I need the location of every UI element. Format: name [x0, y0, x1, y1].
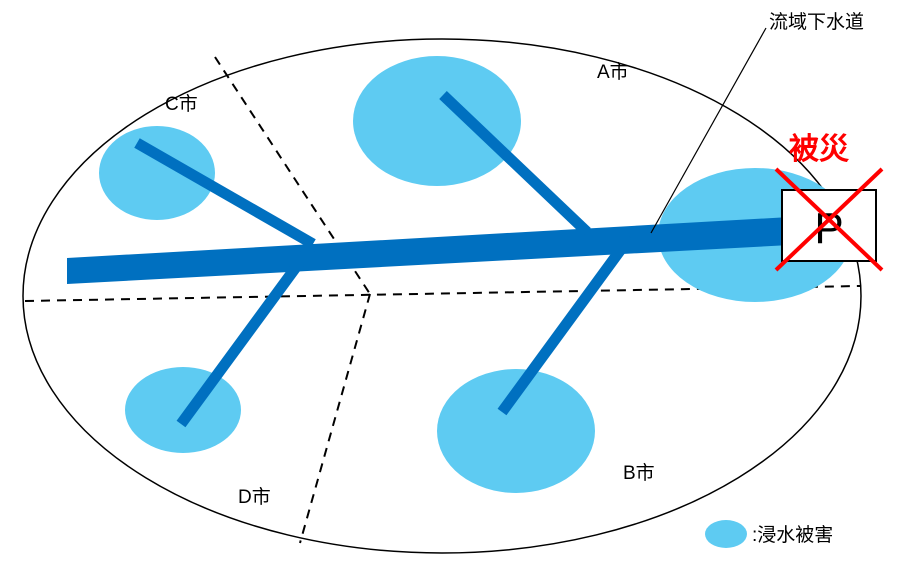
flood-area-d: [125, 367, 241, 453]
city-label-b: B市: [623, 462, 655, 484]
branch-c: [134, 138, 316, 249]
damage-cross-b: [774, 167, 884, 272]
city-label-c: C市: [165, 93, 198, 115]
sewer-callout-label: 流域下水道: [769, 11, 864, 33]
branch-d: [176, 240, 318, 428]
branch-a: [439, 91, 591, 236]
trunk-sewer-main: [67, 217, 790, 284]
legend-flood-swatch: [705, 520, 747, 548]
city-label-d: D市: [238, 486, 271, 508]
branch-b: [497, 233, 635, 416]
pump-station: P: [774, 167, 884, 272]
callout-leader-line: [650, 27, 767, 234]
sewer-network: [67, 91, 790, 428]
boundary-d-lower: [299, 293, 371, 544]
flood-area-b: [437, 369, 595, 493]
flood-area-a: [353, 56, 521, 186]
damage-status-label: 被災: [789, 133, 850, 166]
legend-flood-label: :浸水被害: [752, 524, 833, 546]
city-label-a: A市: [597, 61, 629, 83]
flood-area-c: [99, 126, 215, 220]
legend: :浸水被害: [705, 520, 833, 548]
